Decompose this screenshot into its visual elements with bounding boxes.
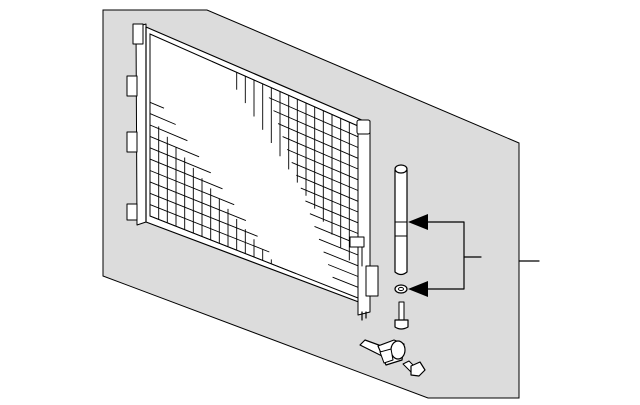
callout-bracket [427, 221, 465, 290]
grid-line [149, 181, 247, 222]
bolt-shank [398, 301, 405, 321]
grid-line [291, 161, 359, 191]
grid-line [323, 251, 359, 267]
grid-line [212, 61, 359, 127]
grid-line [300, 187, 359, 213]
grid-line [149, 158, 223, 190]
bolt-icon [394, 319, 409, 330]
fitting-bolt [402, 360, 426, 377]
left-bracket-upper [126, 75, 138, 97]
grid-line [327, 264, 359, 277]
grid-line [149, 215, 296, 274]
grid-line [273, 110, 359, 148]
grid-line [149, 147, 211, 174]
left-bracket-middle [126, 131, 138, 153]
grid-line [309, 213, 359, 234]
pipe-fitting [359, 339, 406, 366]
grid-line [149, 113, 176, 125]
grid-line [149, 170, 235, 206]
grid-line [149, 204, 270, 253]
left-tank-cap [132, 23, 144, 45]
grid-line [318, 238, 359, 256]
grid-line [149, 124, 188, 142]
grid-line [296, 174, 359, 202]
mounting-bolt [394, 301, 409, 330]
arrowhead-icon-2 [408, 281, 428, 297]
right-fitting-upper [349, 236, 365, 248]
left-end-tank [135, 23, 147, 226]
radiator-grid-icon [149, 61, 359, 288]
grid-line [286, 149, 359, 181]
grid-line [305, 200, 359, 224]
callout-group [408, 214, 540, 297]
right-fitting-lower [365, 265, 379, 297]
grid-line [282, 136, 359, 170]
ring-hole [398, 286, 404, 292]
fitting-port [390, 340, 406, 360]
arrowhead-icon [408, 214, 428, 230]
grid-line [277, 123, 359, 159]
grid-line [149, 101, 165, 109]
fitting-nozzle [379, 348, 394, 364]
left-bracket-lower [126, 203, 138, 221]
right-tank-cap [356, 119, 371, 135]
grid-line [149, 135, 200, 158]
grid-line [149, 192, 258, 237]
grid-line [268, 97, 359, 138]
condenser-assembly [126, 23, 379, 321]
grid-line [332, 276, 359, 288]
receiver-drier [394, 164, 408, 276]
bolt-head [410, 361, 426, 377]
o-ring [394, 284, 408, 294]
drier-cap [394, 164, 408, 174]
